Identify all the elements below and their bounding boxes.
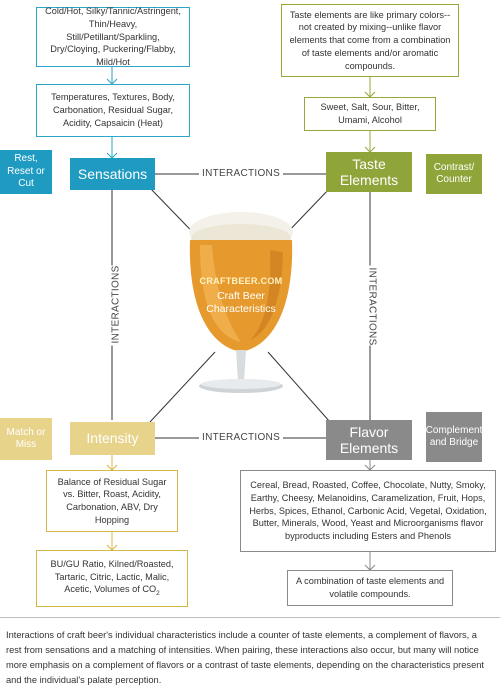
interactions-bottom-label: INTERACTIONS [199, 432, 284, 443]
flavor-side-label: Complement and Bridge [425, 424, 483, 449]
intensity-hub: Intensity [70, 422, 155, 455]
intensity-inner-box: Balance of Residual Sugar vs. Bitter, Ro… [46, 470, 178, 532]
footer-text: Interactions of craft beer's individual … [6, 630, 485, 686]
center-brand: CRAFTBEER.COM [199, 276, 283, 286]
interactions-top-label: INTERACTIONS [199, 168, 284, 179]
flavor-side-label-box: Complement and Bridge [426, 412, 482, 462]
intensity-hub-label: Intensity [86, 430, 139, 447]
taste-outer-box: Taste elements are like primary colors--… [281, 4, 459, 77]
sensations-hub: Sensations [70, 158, 155, 190]
intensity-outer-text: BU/GU Ratio, Kilned/Roasted, Tartaric, C… [43, 558, 181, 599]
intensity-side-label-box: Match or Miss [0, 418, 52, 460]
taste-inner-text: Sweet, Salt, Sour, Bitter, Umami, Alcoho… [320, 102, 420, 125]
sensations-side-label-box: Rest, Reset or Cut [0, 150, 52, 194]
taste-side-label-box: Contrast/ Counter [426, 154, 482, 194]
sensations-inner-text: Temperatures, Textures, Body, Carbonatio… [51, 92, 175, 128]
flavor-outer-box: A combination of taste elements and vola… [287, 570, 453, 606]
intensity-inner-text: Balance of Residual Sugar vs. Bitter, Ro… [57, 476, 167, 525]
intensity-outer-box: BU/GU Ratio, Kilned/Roasted, Tartaric, C… [36, 550, 188, 607]
beer-glass-illustration [189, 212, 293, 393]
flavor-hub: Flavor Elements [326, 420, 412, 460]
sensations-inner-box: Temperatures, Textures, Body, Carbonatio… [36, 84, 190, 137]
interactions-right-label: INTERACTIONS [366, 265, 378, 346]
taste-side-label: Contrast/ Counter [433, 161, 475, 186]
sensations-side-label: Rest, Reset or Cut [7, 153, 45, 190]
flavor-outer-text: A combination of taste elements and vola… [295, 576, 445, 599]
intensity-side-label: Match or Miss [6, 426, 46, 451]
taste-hub-label: Taste Elements [339, 155, 399, 188]
taste-inner-box: Sweet, Salt, Sour, Bitter, Umami, Alcoho… [304, 97, 436, 131]
interactions-left-label: INTERACTIONS [110, 265, 122, 346]
intensity-outer-main: BU/GU Ratio, Kilned/Roasted, Tartaric, C… [50, 558, 174, 595]
flavor-inner-box: Cereal, Bread, Roasted, Coffee, Chocolat… [240, 470, 496, 552]
footer-divider [0, 617, 500, 618]
center-title-line2: Characteristics [206, 303, 276, 315]
sensations-outer-box: Cold/Hot, Silky/Tannic/Astringent, Thin/… [36, 6, 190, 68]
flavor-hub-label: Flavor Elements [339, 423, 399, 456]
center-title-line1: Craft Beer [217, 290, 265, 302]
sensations-hub-label: Sensations [77, 165, 148, 182]
taste-outer-text: Taste elements are like primary colors--… [289, 9, 451, 71]
intensity-outer-sub: 2 [156, 590, 160, 598]
sensations-outer-text: Cold/Hot, Silky/Tannic/Astringent, Thin/… [45, 6, 181, 68]
flavor-inner-text: Cereal, Bread, Roasted, Coffee, Chocolat… [249, 480, 487, 542]
taste-hub: Taste Elements [326, 152, 412, 192]
